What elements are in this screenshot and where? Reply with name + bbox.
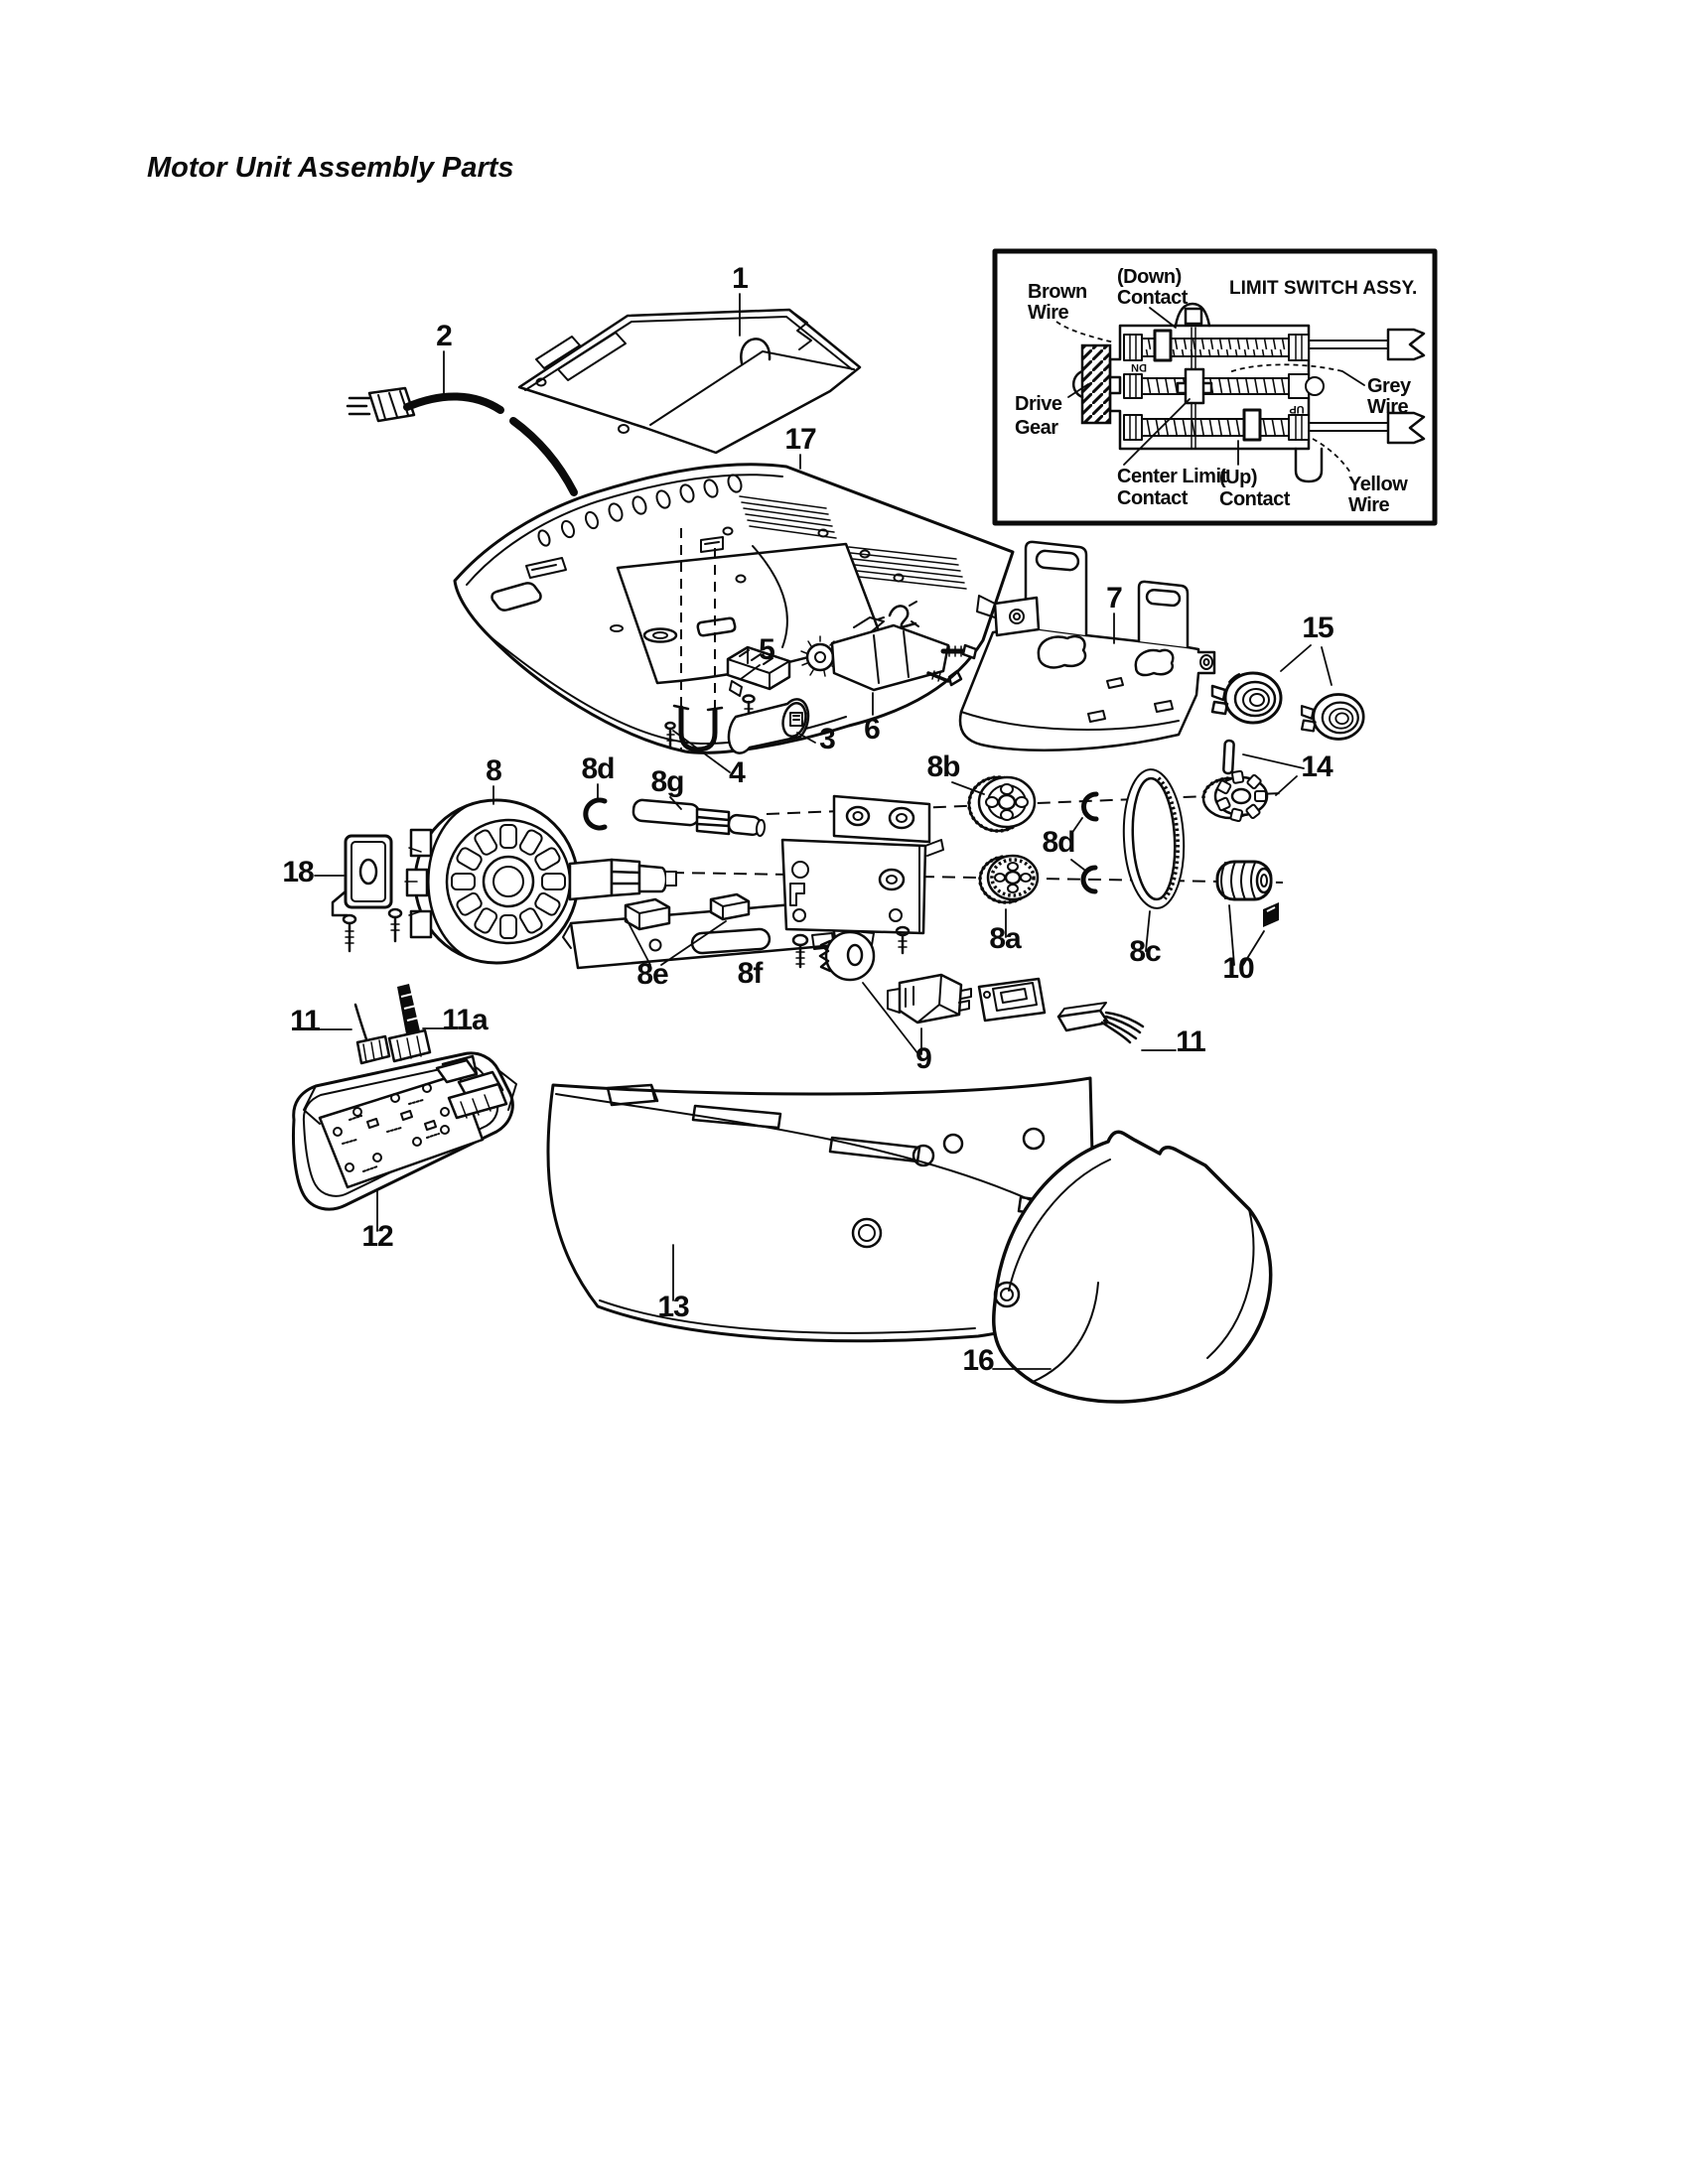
callout-11a: 11a: [442, 1004, 489, 1036]
callout-2: 2: [436, 320, 452, 352]
dn-marking: DN: [1131, 361, 1147, 373]
callout-9: 9: [915, 1042, 931, 1075]
yellow-wire-label: Yellow: [1348, 474, 1408, 495]
part-8e-spacers: [624, 892, 751, 931]
callout-8c: 8c: [1129, 935, 1161, 968]
callout-8e: 8e: [636, 958, 668, 991]
callout-3: 3: [819, 723, 835, 755]
screw: [387, 907, 403, 943]
svg-text:Contact: Contact: [1117, 487, 1189, 509]
svg-text:Contact: Contact: [1219, 488, 1291, 510]
part-11a-connector: [387, 984, 432, 1063]
part-5-terminal-block: [726, 645, 791, 730]
svg-text:Gear: Gear: [1015, 417, 1058, 439]
page-title: Motor Unit Assembly Parts: [147, 152, 514, 184]
callout-11-right: 11: [1176, 1025, 1205, 1058]
up-traveler: [1242, 408, 1262, 442]
part-8d-clip-3: [1080, 865, 1098, 894]
brown-wire-label: Brown: [1028, 281, 1087, 303]
part-9-interrupter-assembly: [791, 925, 1047, 1024]
wires-and-terminals: [1308, 328, 1426, 445]
part-11-connector-left: [353, 1003, 391, 1065]
part-1-cover-plate: [517, 308, 862, 455]
part-8d-clip-2: [1081, 791, 1099, 822]
part-12-logic-board: [292, 1051, 517, 1211]
screw: [664, 721, 676, 749]
svg-text:Contact: Contact: [1117, 287, 1189, 309]
callout-8g: 8g: [650, 765, 683, 798]
part-10-worm-gear: [1215, 860, 1279, 927]
callout-14: 14: [1301, 751, 1333, 783]
callout-5: 5: [759, 633, 774, 666]
part-3-capacitor: [727, 698, 810, 754]
part-8a-gear: [978, 854, 1040, 904]
drive-gear-shape: [1080, 343, 1112, 425]
part-2-power-cord: [346, 386, 578, 496]
drive-gear-label: Drive: [1015, 393, 1062, 415]
part-11-harness-right: [1056, 1002, 1145, 1044]
callout-11-left: 11: [290, 1005, 320, 1037]
pcb-connectors: [435, 1054, 508, 1120]
wire-clip-icon: [877, 601, 919, 629]
chassis-vents: [739, 495, 967, 590]
callout-12: 12: [361, 1220, 393, 1253]
inset-title: LIMIT SWITCH ASSY.: [1229, 278, 1417, 299]
shaft-key: [1263, 902, 1279, 927]
inset-leader-lines: [1055, 307, 1365, 474]
callout-18: 18: [282, 856, 314, 888]
pcb: [318, 1072, 485, 1189]
part-8d-clip-1: [583, 797, 608, 831]
part-8-motor: [404, 798, 839, 970]
callout-17: 17: [784, 423, 816, 456]
part-8c-belt: [1122, 768, 1186, 909]
callout-leader-lines: [314, 293, 1333, 1370]
part-7-mounting-panel: [958, 540, 1216, 751]
center-contact: [1176, 367, 1213, 405]
part-16-lens-cap: [992, 1130, 1273, 1404]
limit-switch: [898, 973, 963, 1024]
part-6-drive-assembly: [800, 616, 978, 692]
svg-text:Wire: Wire: [1028, 302, 1069, 324]
grey-wire-label: Grey: [1367, 375, 1412, 397]
up-marking: UP: [1289, 403, 1304, 415]
callout-8f: 8f: [738, 957, 765, 990]
rotor-slots: [451, 824, 566, 939]
screw: [791, 933, 809, 969]
callout-6: 6: [864, 713, 880, 746]
up-contact-label: (Up): [1219, 467, 1257, 488]
callout-labels: 1 2 17 7 15 5 6 3 4 8 8d 8g 8b 14 18 8d …: [282, 262, 1334, 1377]
center-limit-contact-label: Center Limit: [1117, 466, 1228, 487]
down-contact-label: (Down): [1117, 266, 1182, 288]
callout-1: 1: [732, 262, 748, 295]
callout-8a: 8a: [989, 922, 1022, 955]
callout-8d-1: 8d: [581, 752, 614, 785]
callout-4: 4: [729, 756, 746, 789]
screw: [342, 913, 357, 953]
part-15-lamp-sockets: [1210, 671, 1365, 741]
callout-7: 7: [1106, 582, 1122, 614]
part-18-bracket: [331, 834, 403, 953]
callout-8b: 8b: [926, 751, 960, 783]
callout-8: 8: [486, 754, 501, 787]
screw: [895, 925, 911, 955]
svg-text:Wire: Wire: [1348, 494, 1390, 516]
down-traveler: [1153, 329, 1173, 362]
center-support-bracket: [780, 794, 944, 946]
callout-10: 10: [1222, 952, 1254, 985]
callout-16: 16: [962, 1344, 994, 1377]
svg-text:Wire: Wire: [1367, 396, 1409, 418]
part-14-coupler: [1201, 739, 1269, 823]
callout-13: 13: [657, 1291, 689, 1323]
part-8g-shaft: [632, 798, 767, 837]
part-8b-sprocket: [967, 775, 1037, 833]
callout-15: 15: [1302, 612, 1333, 644]
pcb-components: [333, 1083, 450, 1172]
limit-switch-inset: LIMIT SWITCH ASSY.: [992, 248, 1438, 526]
chassis-hole-band: [537, 474, 743, 547]
part-13-cover: [546, 1076, 1096, 1343]
part-17-chassis: [453, 463, 1015, 754]
callout-8d-2: 8d: [1042, 826, 1074, 859]
